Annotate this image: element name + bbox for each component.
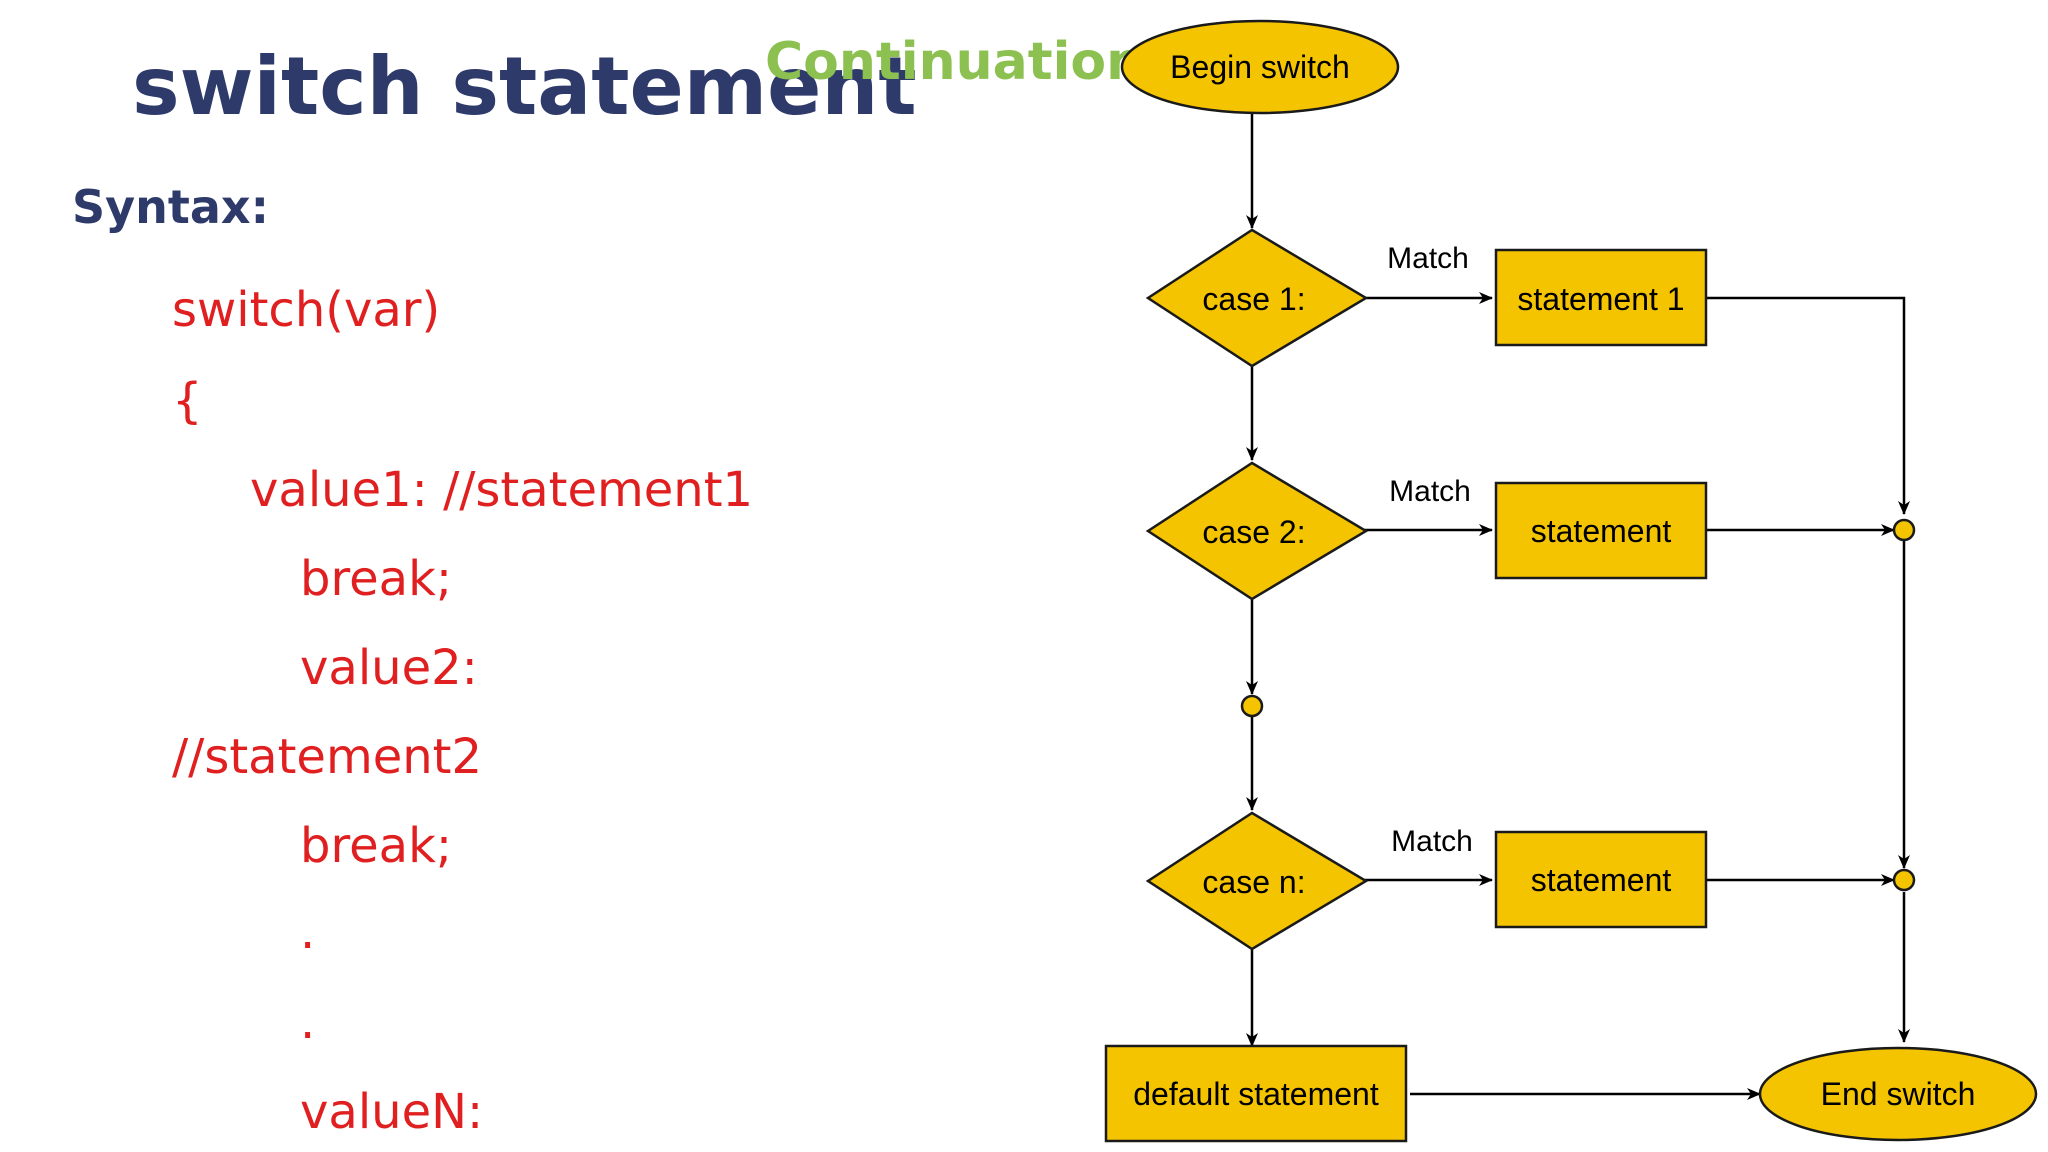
edge-labels: Match Match Match <box>1387 242 1473 858</box>
match-label-case1: Match <box>1387 242 1469 275</box>
code-line: //statement2 <box>172 729 483 785</box>
match-label-casen: Match <box>1391 825 1473 858</box>
statement1-box <box>1494 248 1708 347</box>
slide-subtitle: Continuation <box>765 32 1144 92</box>
code-line: value2: <box>300 640 478 696</box>
code-line: break; <box>300 818 453 874</box>
case2-label: case 2: <box>1202 514 1305 550</box>
code-line: . <box>300 904 316 960</box>
default-box <box>1104 1044 1408 1143</box>
case2-decision <box>1145 461 1369 601</box>
slide-title: switch statement <box>132 40 917 133</box>
match-label-case2: Match <box>1389 475 1471 508</box>
junction-casen <box>1892 868 1916 892</box>
statementn-box <box>1494 830 1708 929</box>
statement1-label: statement 1 <box>1517 281 1684 317</box>
connector-statement1-right <box>1706 296 1910 515</box>
statement2-box <box>1494 481 1708 580</box>
end-label: End switch <box>1821 1076 1976 1112</box>
code-line: switch(var) <box>172 282 441 338</box>
nodes <box>1104 19 2038 1143</box>
code-line: valueN: <box>300 1084 484 1140</box>
connectors <box>1246 112 1910 1100</box>
syntax-label: Syntax: <box>72 180 269 234</box>
end-node <box>1758 1046 2038 1142</box>
begin-node <box>1120 19 1400 115</box>
code-line: . <box>300 994 316 1050</box>
casen-label: case n: <box>1202 864 1305 900</box>
begin-label: Begin switch <box>1170 49 1350 85</box>
case1-label: case 1: <box>1202 281 1305 317</box>
code-line: break; <box>300 551 453 607</box>
junction-middle <box>1240 694 1264 718</box>
case1-decision <box>1145 228 1369 368</box>
default-label: default statement <box>1133 1076 1379 1112</box>
statement2-label: statement <box>1531 513 1672 549</box>
code-line: { <box>172 373 203 429</box>
junction-case2 <box>1892 518 1916 542</box>
casen-decision <box>1145 811 1369 951</box>
statementn-label: statement <box>1531 862 1672 898</box>
code-line: value1: //statement1 <box>250 462 754 518</box>
node-labels: Begin switch case 1: case 2: case n: sta… <box>1133 49 1975 1112</box>
